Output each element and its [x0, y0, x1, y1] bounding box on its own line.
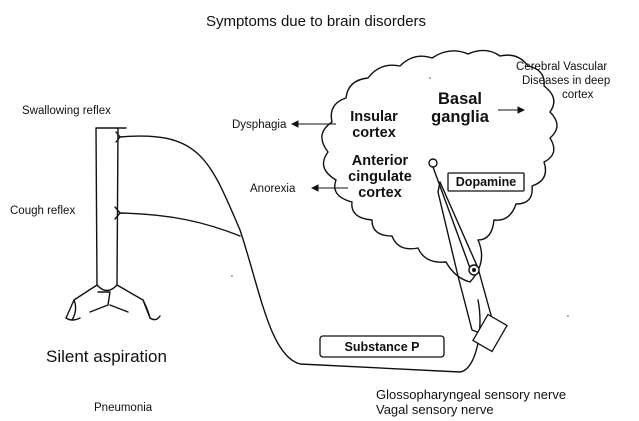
cough-pathway — [120, 213, 240, 236]
insular-cortex-label-1: Insular — [350, 109, 398, 125]
insular-cortex-label-2: cortex — [352, 125, 396, 141]
anterior-cingulate-label-2: cingulate — [348, 169, 412, 185]
dysphagia-label: Dysphagia — [232, 119, 287, 131]
glossopharyngeal-nerve-label: Glossopharyngeal sensory nerve — [376, 387, 566, 402]
cerebral-vascular-label-3: cortex — [562, 89, 594, 101]
cerebral-vascular-label-2: Diseases in deep — [522, 75, 610, 87]
silent-aspiration-label: Silent aspiration — [46, 347, 167, 366]
cerebral-vascular-label-1: Cerebral Vascular — [516, 61, 607, 73]
anorexia-label: Anorexia — [250, 183, 296, 195]
cough-reflex-label: Cough reflex — [10, 205, 75, 217]
airway-right-bronchus — [143, 300, 160, 320]
speck-mark — [231, 275, 233, 277]
anterior-cingulate-label-3: cortex — [358, 185, 402, 201]
airway-carina — [97, 285, 117, 291]
speck-mark-3 — [567, 315, 569, 317]
basal-ganglia-label-2: ganglia — [431, 108, 490, 126]
pneumonia-label: Pneumonia — [94, 402, 153, 414]
substance-p-label: Substance P — [344, 340, 419, 354]
basal-ganglia-label-1: Basal — [438, 90, 482, 108]
dopamine-label: Dopamine — [456, 175, 516, 189]
anterior-cingulate-label-1: Anterior — [352, 153, 409, 169]
brainstem-node-inner — [472, 268, 476, 272]
diagram-title: Symptoms due to brain disorders — [206, 13, 426, 30]
neuron-soma — [429, 159, 437, 167]
vagal-nerve-label: Vagal sensory nerve — [376, 402, 494, 417]
airway-tube — [66, 128, 150, 318]
swallowing-reflex-label: Swallowing reflex — [22, 105, 111, 117]
speck-mark-2 — [429, 77, 431, 79]
